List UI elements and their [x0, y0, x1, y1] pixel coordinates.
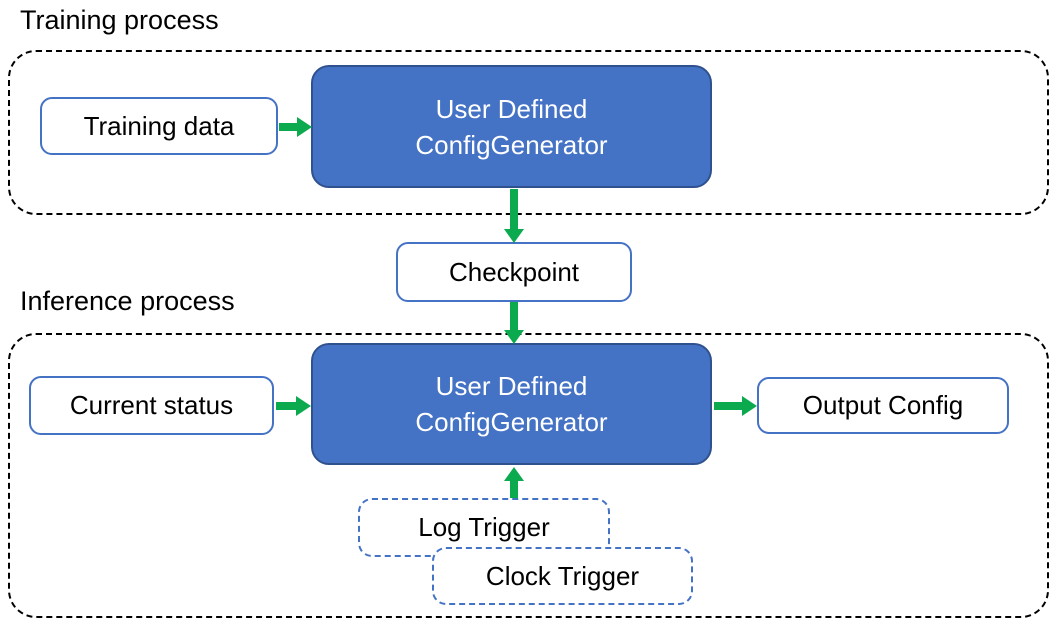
training-data-label: Training data	[83, 110, 235, 141]
config-generator-training-node: User Defined ConfigGenerator	[311, 65, 712, 188]
arrow-shaft	[510, 302, 518, 331]
config-generator-training-line1: User Defined	[435, 93, 588, 124]
current-status-node: Current status	[29, 376, 274, 435]
arrow-generator-to-output-config	[714, 395, 757, 416]
config-generator-training-line2: ConfigGenerator	[415, 129, 608, 160]
output-config-node: Output Config	[757, 377, 1009, 434]
arrow-head-icon	[297, 116, 312, 137]
config-generator-inference-node: User Defined ConfigGenerator	[311, 343, 712, 465]
arrow-shaft	[279, 122, 298, 131]
training-data-node: Training data	[40, 97, 278, 155]
checkpoint-node: Checkpoint	[396, 242, 632, 302]
arrow-training-data-to-generator	[279, 116, 312, 137]
arrow-head-icon	[504, 467, 524, 481]
log-trigger-label: Log Trigger	[418, 512, 550, 542]
arrow-shaft	[276, 401, 297, 410]
arrow-head-icon	[504, 229, 524, 243]
training-process-container	[8, 50, 1049, 215]
config-generator-inference-line1: User Defined	[435, 371, 588, 401]
current-status-label: Current status	[69, 390, 234, 420]
arrow-generator-to-checkpoint	[504, 189, 524, 243]
clock-trigger-label: Clock Trigger	[485, 560, 640, 591]
arrow-checkpoint-to-generator	[504, 302, 524, 344]
clock-trigger-node: Clock Trigger	[432, 547, 693, 605]
checkpoint-label: Checkpoint	[448, 256, 580, 287]
arrow-head-icon	[742, 395, 757, 416]
arrow-head-icon	[296, 395, 311, 416]
inference-process-container	[8, 333, 1049, 618]
output-config-label: Output Config	[802, 390, 964, 420]
arrow-head-icon	[504, 330, 524, 344]
arrow-shaft	[510, 189, 518, 230]
arrow-shaft	[510, 480, 518, 498]
arrow-log-trigger-to-generator	[504, 467, 524, 498]
inference-process-title: Inference process	[20, 286, 235, 316]
config-generator-inference-line2: ConfigGenerator	[415, 407, 608, 437]
arrow-current-status-to-generator	[276, 395, 311, 416]
training-process-title: Training process	[20, 5, 219, 35]
arrow-shaft	[714, 401, 743, 410]
